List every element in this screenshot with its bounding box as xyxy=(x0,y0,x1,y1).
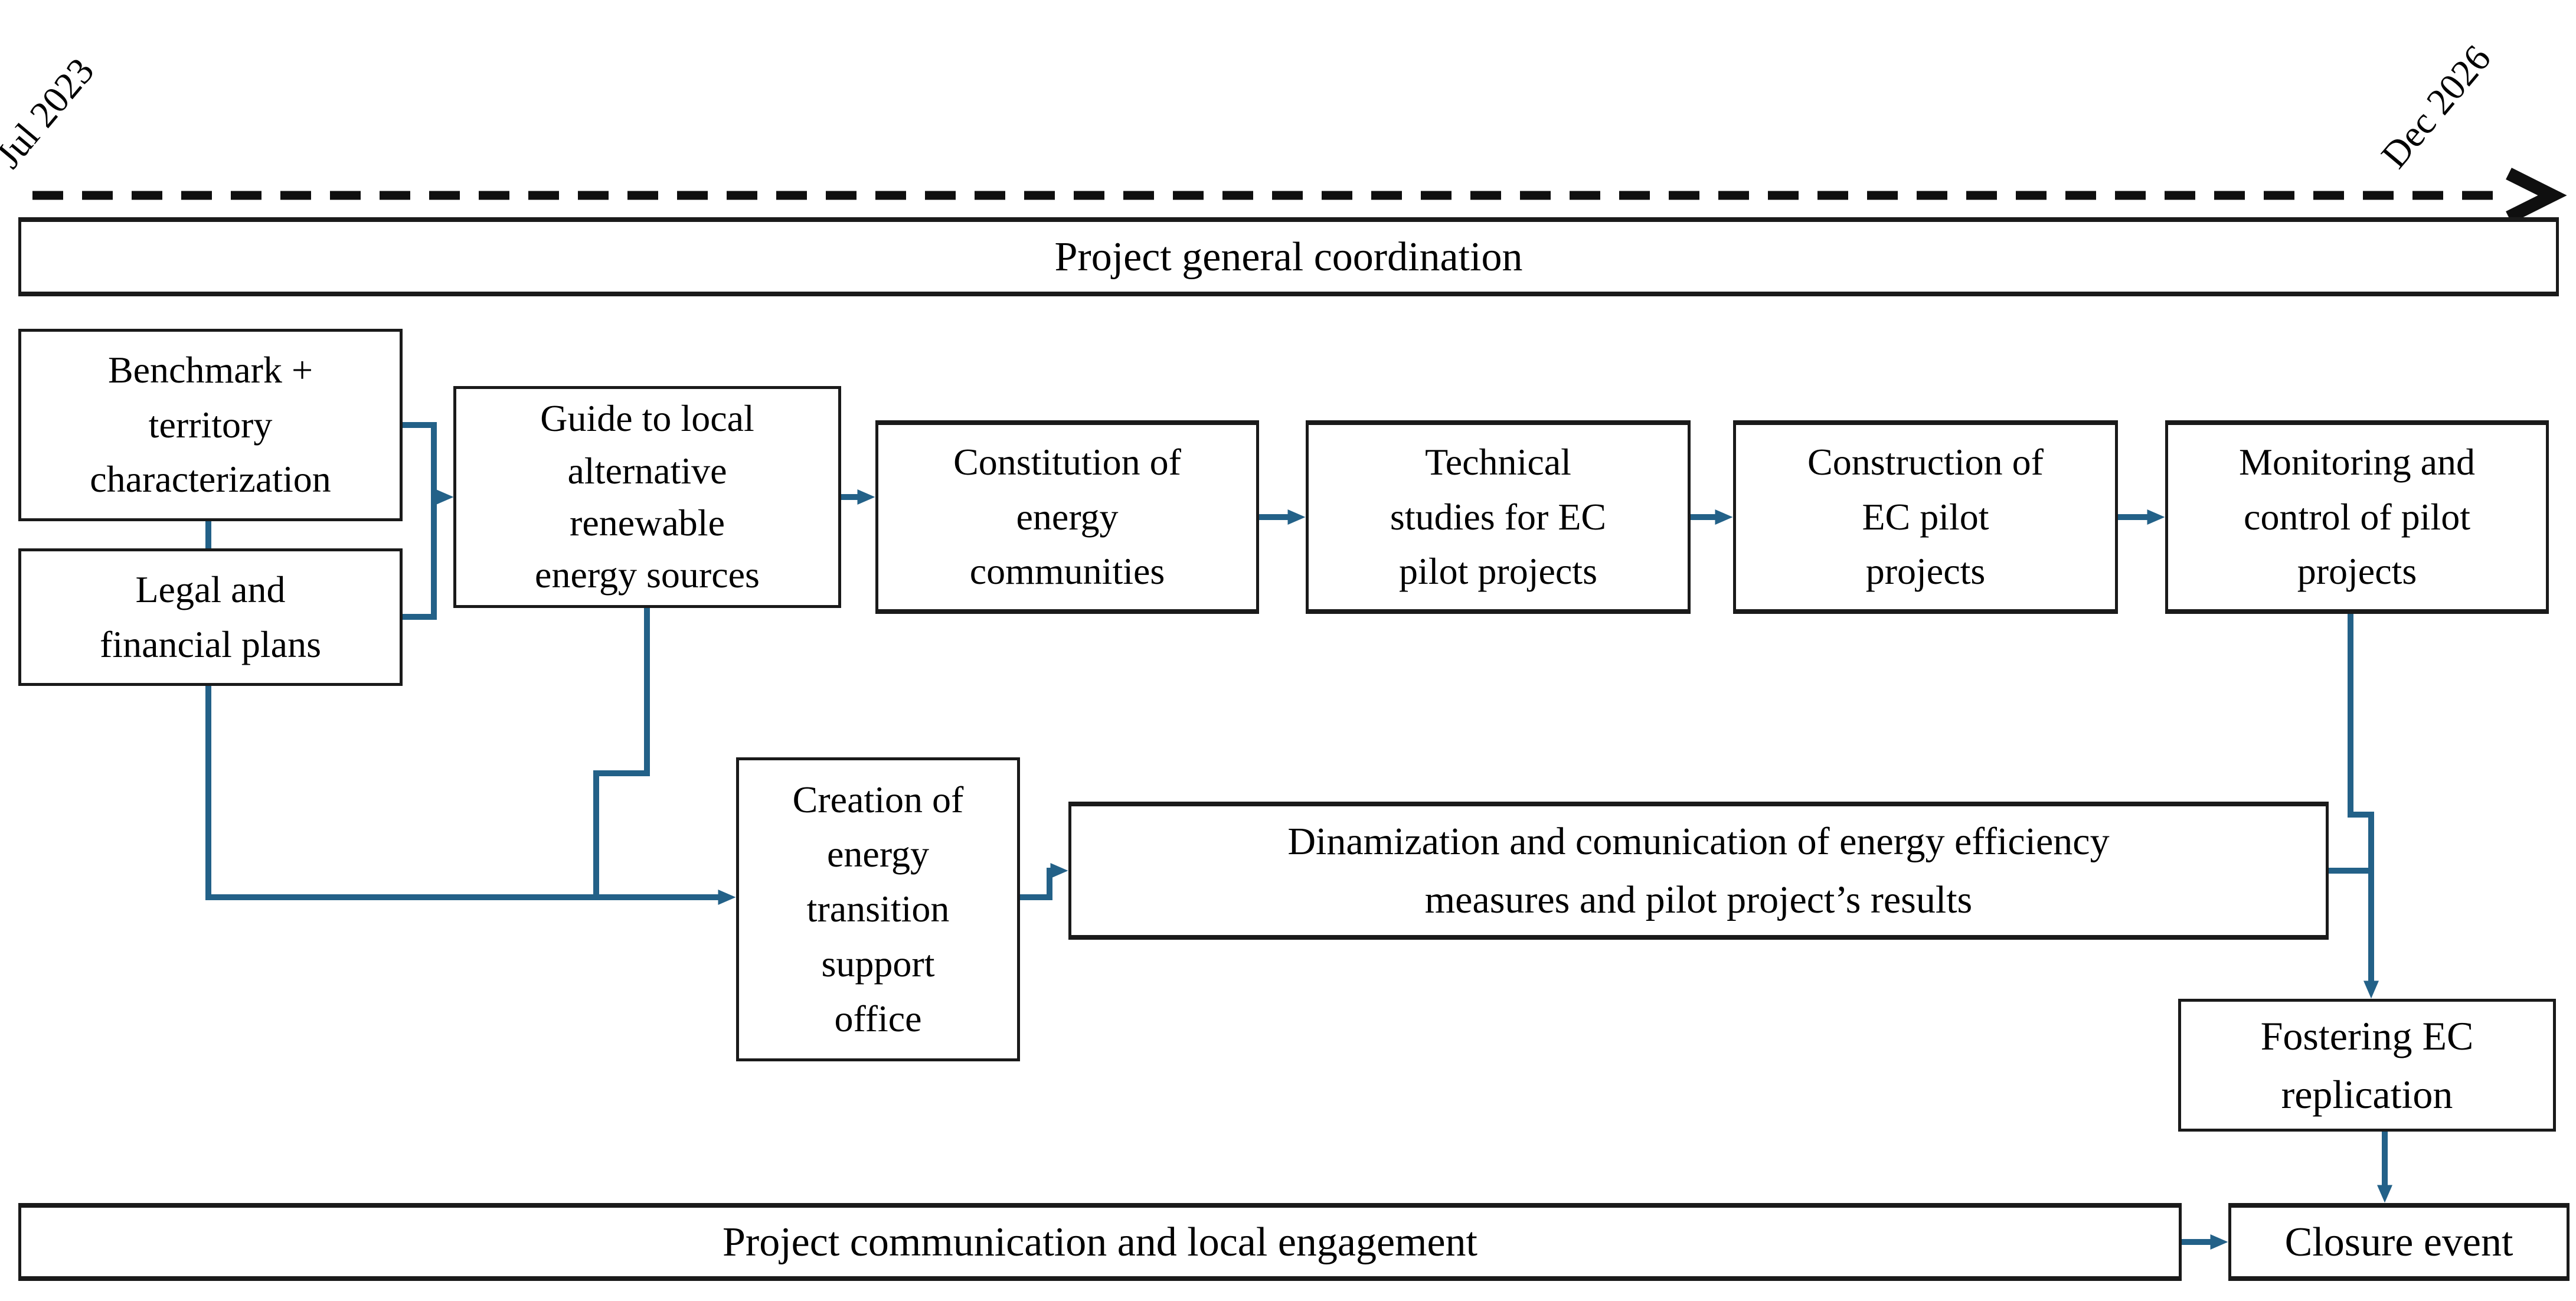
box-text-line: Technical xyxy=(1425,440,1571,483)
box-text-line: transition xyxy=(806,888,950,930)
timeline-arrowhead-icon xyxy=(2506,168,2567,223)
box-text-line: replication xyxy=(2281,1071,2453,1117)
box-creation-support-office: Creation of energy transition support office xyxy=(736,757,1020,1061)
box-benchmark-territory: Benchmark + territory characterization xyxy=(18,329,403,521)
box-text-line: control of pilot xyxy=(2244,495,2470,538)
box-text-line: Fostering EC xyxy=(2260,1013,2474,1058)
box-dinamization-comunication: Dinamization and comunication of energy … xyxy=(1068,802,2329,940)
band-project-general-coordination: Project general coordination xyxy=(18,217,2559,296)
box-text-line: projects xyxy=(2297,550,2417,593)
box-text-line: territory xyxy=(148,403,273,446)
box-text-line: Guide to local xyxy=(540,397,754,440)
box-closure-event: Closure event xyxy=(2228,1203,2570,1281)
band-project-communication: Project communication and local engageme… xyxy=(18,1203,2182,1281)
connector-guide-down-join xyxy=(593,608,650,900)
box-text-line: alternative xyxy=(567,449,727,492)
connector-bracket-left-boxes xyxy=(403,422,437,620)
box-text-line: measures and pilot project’s results xyxy=(1424,878,1973,921)
box-text-line: renewable xyxy=(570,502,725,544)
box-text-line: support xyxy=(821,942,935,985)
box-text-line: energy sources xyxy=(535,554,760,596)
box-text-line: Constitution of xyxy=(953,440,1181,483)
box-text-line: energy xyxy=(827,833,929,875)
box-text-line: pilot projects xyxy=(1399,550,1597,593)
box-legal-financial-plans: Legal and financial plans xyxy=(18,548,403,686)
box-text-line: EC pilot xyxy=(1862,495,1989,538)
box-text-line: communities xyxy=(969,550,1165,593)
box-text-line: Closure event xyxy=(2284,1219,2513,1265)
box-text-line: studies for EC xyxy=(1390,495,1607,538)
box-monitoring-control: Monitoring and control of pilot projects xyxy=(2165,420,2549,614)
box-text-line: Construction of xyxy=(1807,440,2044,483)
box-text-line: Legal and xyxy=(135,568,286,610)
box-constitution-energy-communities: Constitution of energy communities xyxy=(875,420,1259,614)
box-text-line: energy xyxy=(1016,495,1119,538)
box-text-line: characterization xyxy=(90,458,331,501)
box-text-line: Creation of xyxy=(792,778,964,821)
box-text-line: Dinamization and comunication of energy … xyxy=(1287,820,2110,863)
box-guide-renewable-sources: Guide to local alternative renewable energy… xyxy=(453,386,841,608)
box-text-line: projects xyxy=(1865,550,1986,593)
box-text-line: financial plans xyxy=(100,623,321,665)
arrow-creation-to-dinamization xyxy=(1020,863,1068,900)
box-construction-pilot: Construction of EC pilot projects xyxy=(1733,420,2118,614)
box-text-line: Monitoring and xyxy=(2239,440,2475,483)
arrow-legal-to-creation xyxy=(205,686,736,906)
box-text-line: office xyxy=(834,997,922,1040)
box-technical-studies: Technical studies for EC pilot projects xyxy=(1306,420,1691,614)
box-text-line: Benchmark + xyxy=(107,348,313,391)
arrow-monitoring-to-fostering xyxy=(2348,614,2379,999)
box-fostering-ec-replication: Fostering EC replication xyxy=(2178,999,2556,1132)
